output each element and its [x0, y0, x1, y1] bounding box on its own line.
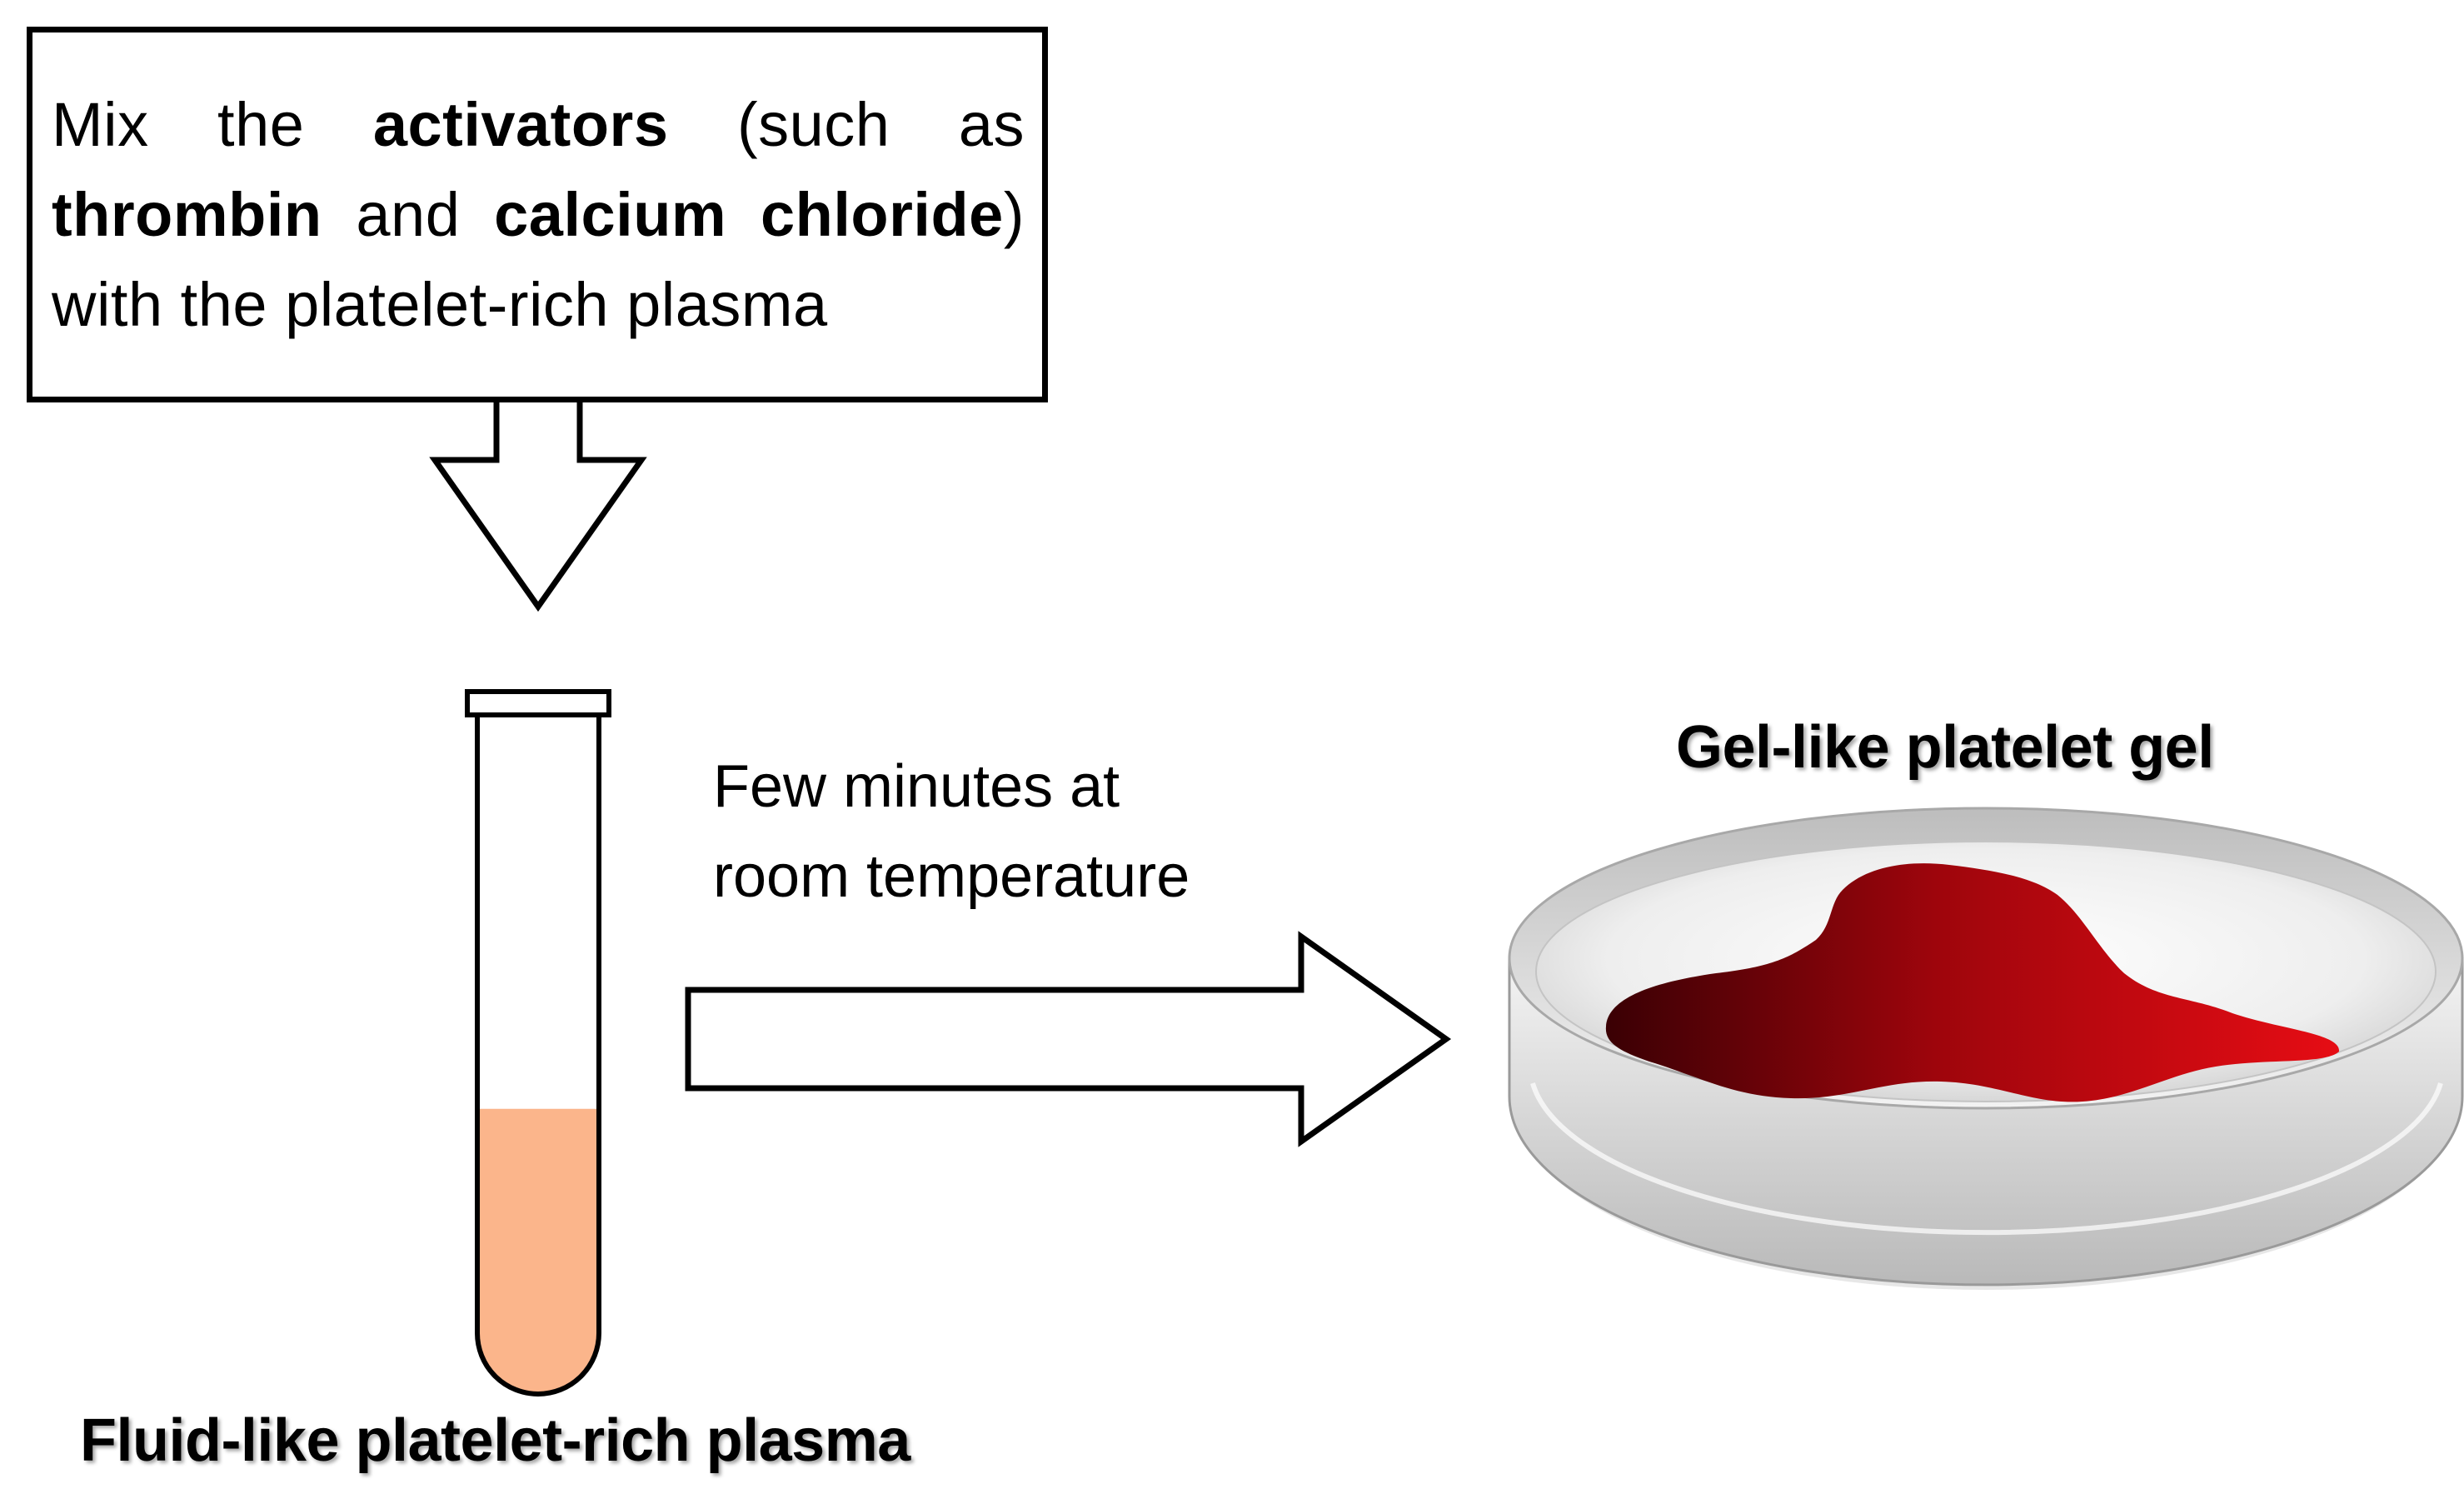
instruction-box: [27, 27, 1048, 402]
down-arrow: [429, 400, 647, 612]
platelet-gel: [1605, 863, 2340, 1102]
instruction-word: with the platelet-rich plasma: [52, 270, 828, 339]
transition-label: Few minutes at room temperature: [713, 742, 1379, 922]
tube-label: Fluid-like platelet-rich plasma: [80, 1407, 910, 1474]
tube-cap: [465, 689, 611, 717]
instruction-word: (such as: [736, 90, 1025, 159]
right-arrow: [685, 931, 1452, 1147]
petri-dish: [1508, 807, 2464, 1290]
calcium-chloride-term: calcium chloride: [494, 180, 1004, 249]
transition-line-2: room temperature: [713, 843, 1190, 910]
thrombin-term: thrombin: [52, 180, 322, 249]
plasma-liquid: [477, 1108, 599, 1394]
instruction-word: Mix the: [52, 90, 305, 159]
instruction-word: and: [356, 180, 461, 249]
activators-term: activators: [372, 90, 669, 159]
transition-line-1: Few minutes at: [713, 753, 1120, 820]
instruction-word: ): [1003, 180, 1025, 249]
tube-outline: [475, 715, 601, 1397]
test-tube: [465, 689, 611, 1397]
dish-label: Gel-like platelet gel: [1676, 714, 2214, 781]
instruction-text: Mix the activators (such as thrombin and…: [52, 80, 1025, 350]
